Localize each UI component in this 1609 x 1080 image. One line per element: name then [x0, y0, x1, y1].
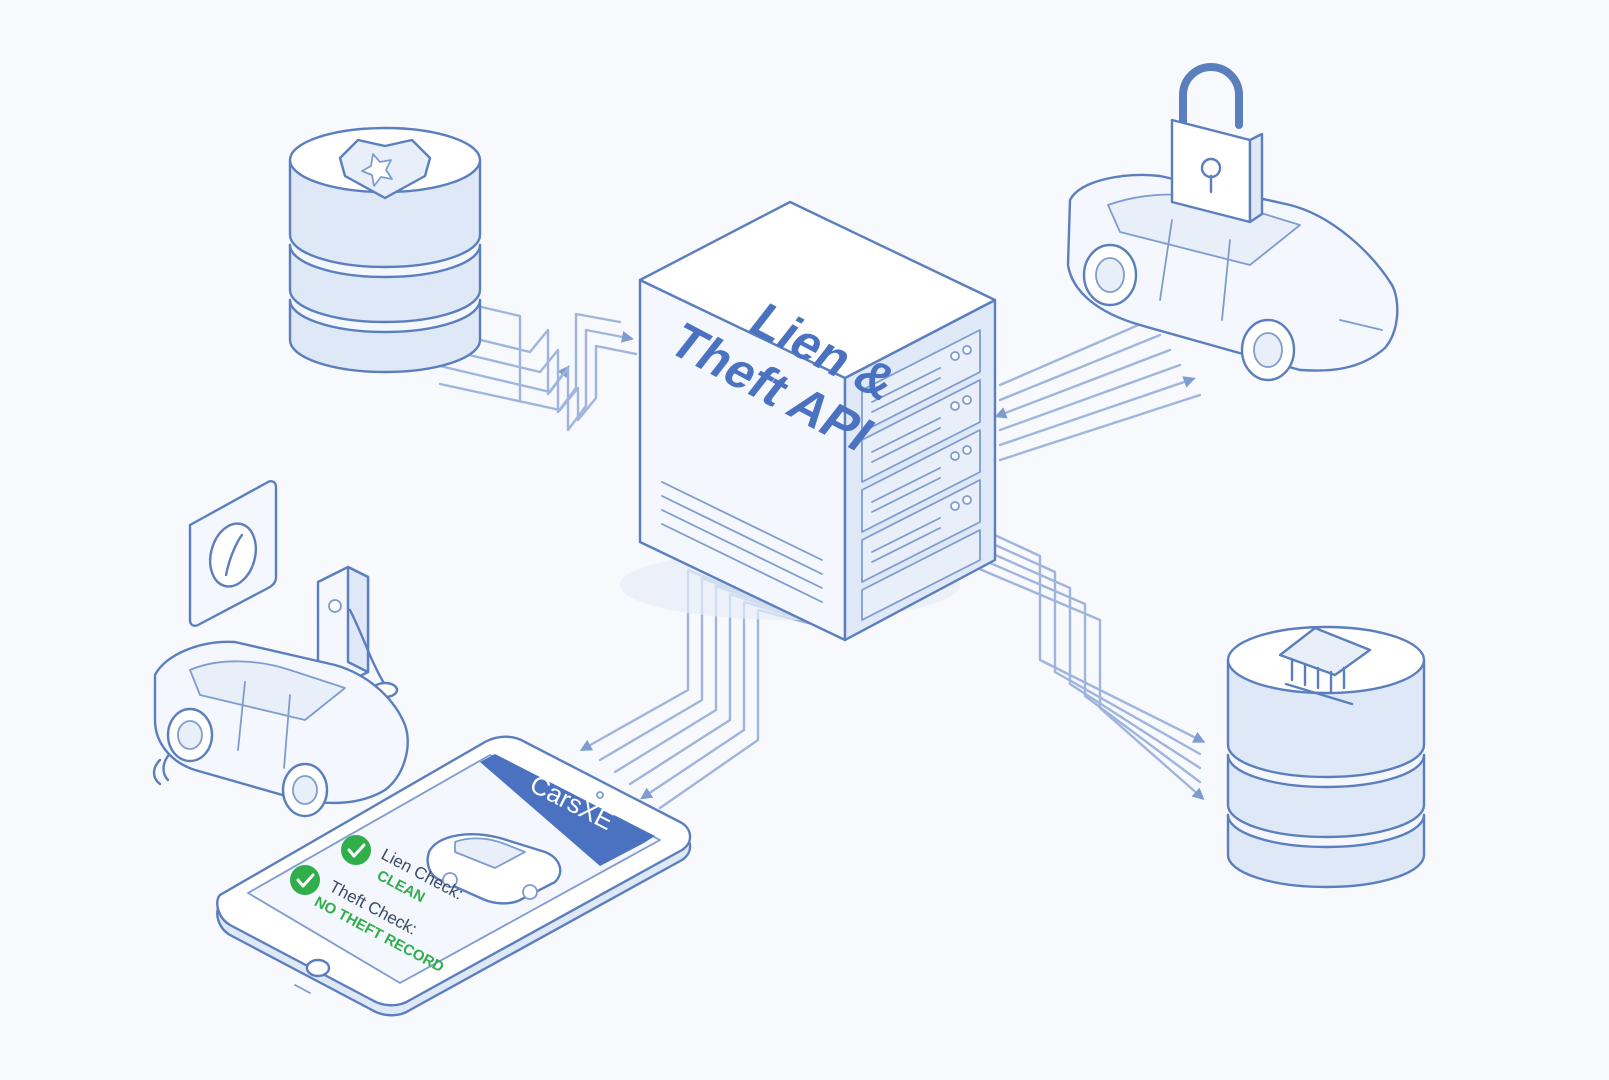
secured-car	[1066, 63, 1399, 382]
server-rack-units	[861, 329, 981, 621]
police-badge-icon	[338, 138, 432, 200]
tablet-car-icon	[426, 833, 562, 905]
api-server: Lien & Theft API	[620, 200, 997, 642]
bank-icon	[1278, 626, 1372, 706]
tablet-header-bar	[480, 754, 655, 866]
wall-sensor-icon	[188, 480, 278, 627]
server-vent	[661, 481, 823, 603]
charging-station-scene	[152, 480, 409, 818]
car-icon	[152, 640, 409, 818]
padlock-icon	[1170, 63, 1264, 224]
bank-database	[1226, 625, 1426, 889]
flow-server-to-car	[994, 316, 1202, 462]
tablet-home-button	[305, 958, 331, 978]
carsxe-tablet: CarsXE Lien Check: CLEAN Theft Check: NO	[216, 735, 692, 1017]
checkmark-icon	[290, 865, 320, 895]
checkmark-icon	[341, 835, 371, 865]
police-database	[288, 126, 482, 374]
